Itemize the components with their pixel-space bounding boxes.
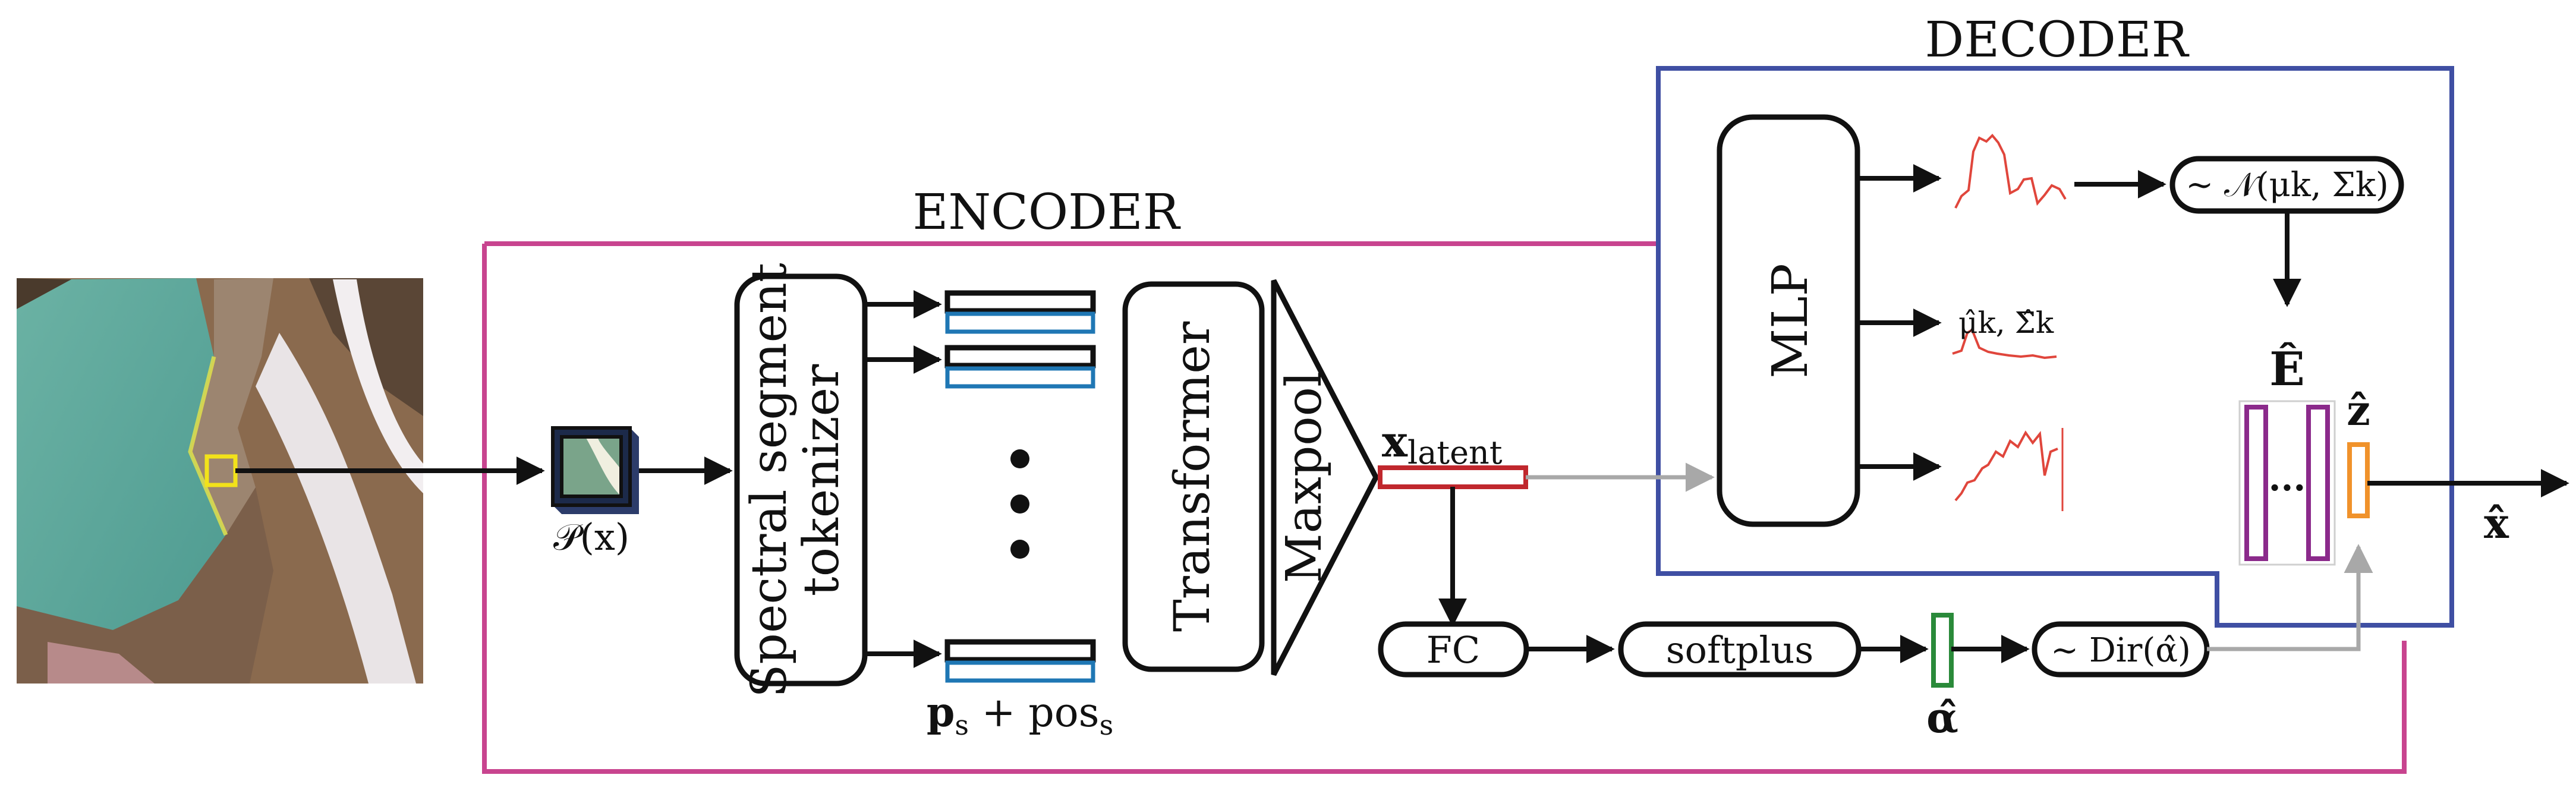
tokenizer-label-line1: Spectral segment [741, 263, 798, 698]
spectrum-3-curve [1954, 430, 2058, 502]
token-1-black [944, 290, 1096, 314]
token-1-blue [945, 311, 1095, 334]
output-label: x̂ [2484, 499, 2509, 548]
transformer-label: Transformer [1164, 321, 1221, 632]
ellipsis-dot-2 [1010, 495, 1029, 514]
decoder-title: DECODER [1925, 12, 2190, 68]
normal-label: ~ 𝒩(μk, Σk) [2185, 166, 2389, 204]
transformer-block [1122, 281, 1265, 672]
latent-label: xlatent [1382, 416, 1503, 471]
ellipsis-dot-3 [1010, 540, 1029, 559]
endmember-matrix-label: Ê [2269, 342, 2304, 396]
tokenizer-block [734, 273, 868, 686]
mlp-label: MLP [1762, 263, 1819, 379]
patch-cube [551, 426, 639, 514]
token-n-blue [945, 660, 1095, 683]
endmember-ellipsis: ... [2269, 458, 2306, 499]
maxpool-block [1271, 279, 1380, 676]
maxpool-label: Maxpool [1276, 371, 1333, 584]
alpha-vector [1931, 613, 1954, 688]
spectrum-2-curve [1952, 328, 2057, 360]
endmember-column-1 [2244, 405, 2268, 561]
token-2-black [944, 345, 1096, 368]
abundance-label: ẑ [2347, 386, 2370, 435]
encoder-title: ENCODER [913, 184, 1181, 241]
abundance-vector [2347, 442, 2370, 518]
dirichlet-label: ~ Dir(α̂) [2051, 631, 2191, 670]
endmember-matrix: ... [2238, 400, 2336, 566]
mu-sigma-label: μ̂k, Σ̂k [1958, 305, 2054, 340]
satellite-image [17, 278, 423, 684]
spectrum-1-curve [1954, 134, 2067, 209]
tokenizer-label-line2: tokenizer [793, 364, 850, 596]
token-n-black [944, 639, 1096, 663]
decoder-frame [1656, 66, 2454, 628]
token-embeddings [865, 290, 1096, 683]
encoder-frame [482, 241, 2407, 774]
patch-label: 𝒫(x) [553, 515, 629, 559]
alpha-label: α̂ [1926, 693, 1958, 742]
softplus-label: softplus [1666, 628, 1813, 672]
token-label: ps + poss [927, 689, 1113, 741]
token-2-blue [945, 366, 1095, 389]
ellipsis-dot-1 [1010, 449, 1029, 468]
latent-vector [1378, 465, 1528, 489]
arrow-dirichlet-to-abundance [2207, 544, 2373, 651]
fc-label: FC [1426, 628, 1480, 672]
endmember-column-k [2306, 405, 2330, 561]
